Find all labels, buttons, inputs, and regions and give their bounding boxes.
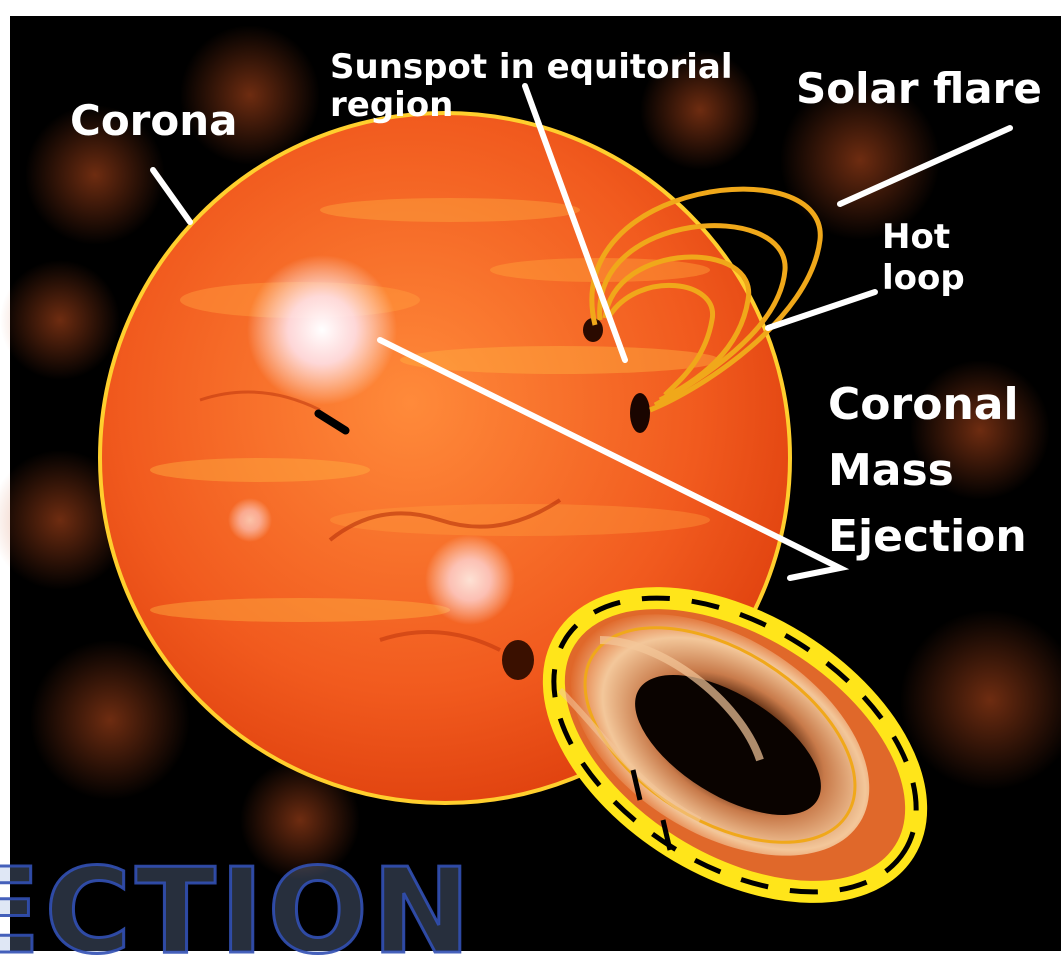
label-sunspot: Sunspot in equitorial region (330, 48, 733, 124)
label-corona: Corona (70, 98, 238, 143)
label-cme-line1: Coronal (828, 372, 1027, 438)
label-sunspot-line2: region (330, 86, 733, 124)
label-cme-line2: Mass (828, 438, 1027, 504)
label-coronal-mass-ejection: Coronal Mass Ejection (828, 372, 1027, 570)
label-hot-loop: Hot loop (882, 217, 965, 300)
label-hot-loop-line1: Hot (882, 217, 965, 258)
label-solar-flare: Solar flare (796, 66, 1042, 111)
frame-top (0, 0, 1061, 16)
bright-region-flash (247, 255, 397, 405)
bright-region-lower (425, 535, 515, 625)
diagram-stage: Corona Sunspot in equitorial region Sola… (0, 0, 1061, 951)
label-hot-loop-line2: loop (882, 258, 965, 299)
bright-region-left (228, 498, 272, 542)
label-cme-line3: Ejection (828, 504, 1027, 570)
label-sunspot-line1: Sunspot in equitorial (330, 48, 733, 86)
watermark-text: ECTION (0, 852, 475, 970)
